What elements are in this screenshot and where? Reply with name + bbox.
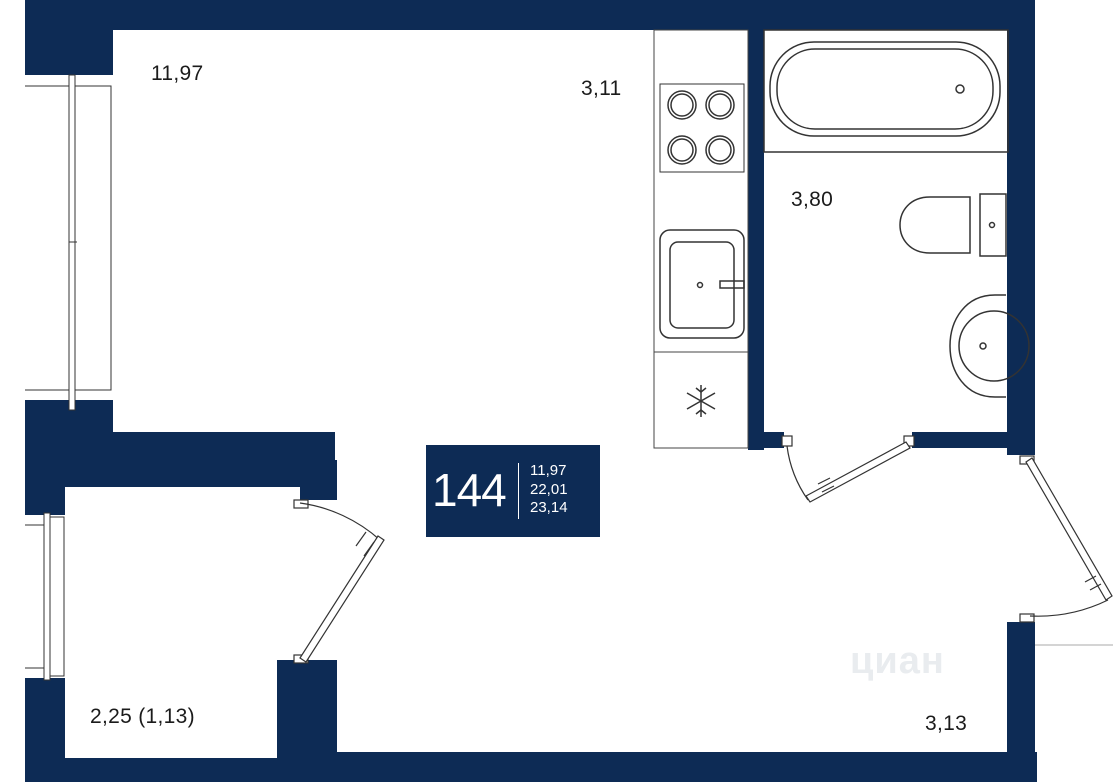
- wall-bathroom-bottom-right: [912, 432, 1008, 448]
- watermark: циан: [850, 640, 945, 682]
- kitchen-counter: [653, 29, 749, 449]
- wall-balcony-left-top: [25, 487, 65, 515]
- area-useful: 22,01: [530, 480, 568, 498]
- apartment-badge: 144 11,97 22,01 23,14: [426, 445, 600, 537]
- area-total: 23,14: [530, 499, 568, 516]
- wall-right-lower: [1007, 622, 1035, 782]
- room-label-bathroom: 3,80: [791, 188, 834, 211]
- wall-left-ledge: [25, 432, 335, 487]
- walls: [25, 0, 1037, 782]
- door-bathroom[interactable]: [781, 435, 915, 503]
- toilet-icon: [899, 193, 1007, 257]
- wall-right-upper: [1007, 0, 1035, 455]
- wall-top: [25, 0, 1035, 30]
- wall-left-upper: [25, 0, 113, 75]
- bathtub-icon: [763, 29, 1009, 153]
- apartment-number: 144: [432, 464, 507, 516]
- apartment-areas: 11,97 22,01 23,14: [530, 462, 568, 518]
- badge-divider: [518, 463, 519, 519]
- wall-left-ledge-end: [300, 460, 337, 500]
- area-living: 11,97: [530, 462, 567, 479]
- snowflake-icon: [686, 385, 716, 417]
- room-label-living: 11,97: [151, 62, 204, 85]
- stove-icon: [659, 83, 745, 173]
- room-label-kitchen: 3,11: [581, 77, 622, 100]
- wall-bottom: [277, 752, 1037, 782]
- door-balcony[interactable]: [293, 499, 385, 664]
- room-label-hall: 3,13: [925, 712, 968, 735]
- washbasin-icon: [949, 294, 1030, 398]
- window-living: [25, 74, 113, 411]
- wall-bathroom-bottom-left: [748, 432, 784, 448]
- wall-bathroom-left: [748, 28, 764, 450]
- wall-balcony-bottom: [25, 758, 277, 782]
- room-label-balcony: 2,25 (1,13): [90, 705, 195, 728]
- sink-icon: [659, 229, 745, 339]
- door-entrance[interactable]: [1019, 455, 1113, 646]
- window-balcony: [25, 512, 65, 681]
